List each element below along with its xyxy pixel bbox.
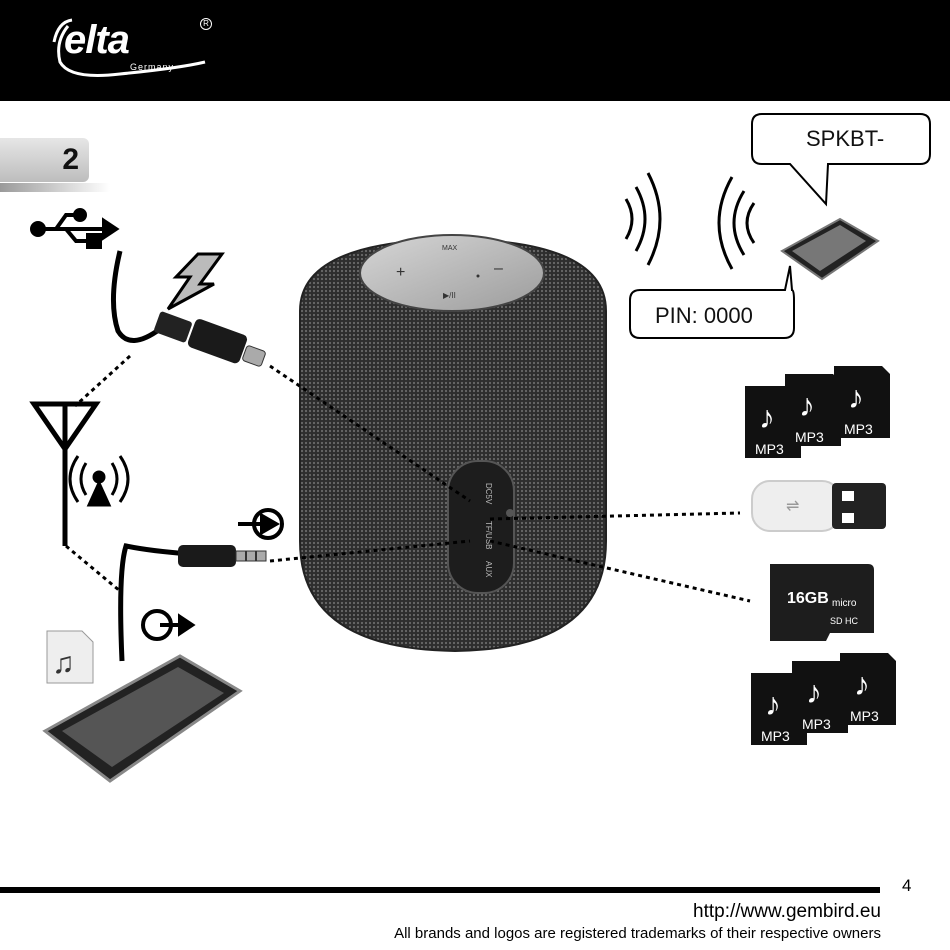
port-label-tfusb: TF/USB <box>484 521 493 549</box>
lightning-icon <box>168 254 222 309</box>
usb-icon <box>32 210 116 247</box>
device-name-text: SPKBT- <box>806 126 884 152</box>
music-file-icon: ♫ <box>47 631 93 683</box>
sd-type: SD HC <box>830 616 859 626</box>
speaker-label-play: ▶/II <box>443 291 456 300</box>
mp3-label: MP3 <box>755 441 784 457</box>
audio-input-icon <box>238 510 282 538</box>
mp3-label: MP3 <box>802 716 831 732</box>
svg-text:♪: ♪ <box>848 379 864 415</box>
svg-text:♪: ♪ <box>854 666 870 702</box>
svg-text:♪: ♪ <box>759 399 775 435</box>
sd-capacity: 16GB <box>787 590 829 607</box>
svg-text:⇌: ⇌ <box>786 498 799 515</box>
footer-rule <box>0 887 880 893</box>
radio-signal-icon <box>70 456 128 505</box>
mp3-stack-top: ♪ MP3 ♪ MP3 ♪ MP3 <box>745 366 890 458</box>
speaker-label-plus: + <box>396 264 405 281</box>
svg-text:♪: ♪ <box>765 686 781 722</box>
speaker: MAX + – ▶/II DC5V TF/USB AUX <box>300 235 606 651</box>
mp3-label: MP3 <box>844 421 873 437</box>
bluetooth-waves-icon <box>626 173 754 269</box>
elta-logo: elta Germany R <box>50 12 220 87</box>
svg-text:♪: ♪ <box>799 387 815 423</box>
page-number: 4 <box>902 876 911 896</box>
mp3-label: MP3 <box>850 708 879 724</box>
speaker-label-minus: – <box>494 260 503 277</box>
usb-flash-drive-icon: ⇌ <box>752 481 886 531</box>
svg-text:♪: ♪ <box>806 674 822 710</box>
svg-text:♫: ♫ <box>52 647 75 680</box>
audio-output-icon <box>143 611 192 639</box>
sd-brand: micro <box>832 598 857 609</box>
connection-illustration: MAX + – ▶/II DC5V TF/USB AUX <box>0 101 950 891</box>
logo-sub-text: Germany <box>130 62 174 72</box>
website-url[interactable]: http://www.gembird.eu <box>693 901 881 923</box>
logo-brand-text: elta <box>64 18 129 63</box>
port-label-aux: AUX <box>484 561 493 578</box>
trademark-notice: All brands and logos are registered trad… <box>394 925 881 942</box>
pin-text: PIN: 0000 <box>655 303 753 329</box>
registered-mark: R <box>200 18 212 30</box>
port-label-dc5v: DC5V <box>484 483 493 505</box>
header-bar: elta Germany R <box>0 0 950 101</box>
mp3-stack-bottom: ♪ MP3 ♪ MP3 ♪ MP3 <box>751 653 896 745</box>
antenna-icon <box>34 404 96 546</box>
speaker-label-max: MAX <box>442 245 458 252</box>
smartphone-icon <box>782 219 878 279</box>
mp3-label: MP3 <box>761 728 790 744</box>
mp3-label: MP3 <box>795 429 824 445</box>
aux-cable <box>121 545 266 661</box>
microsd-card-icon: 16GB micro SD HC <box>770 564 874 641</box>
